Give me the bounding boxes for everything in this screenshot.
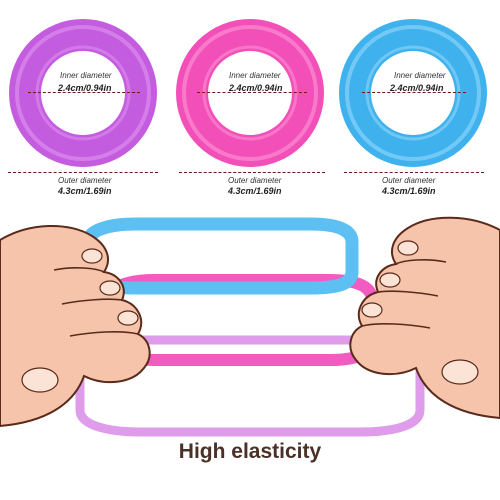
ring-pink-image — [176, 19, 324, 167]
inner-diameter-value: 2.4cm/0.94in — [58, 83, 112, 93]
outer-diameter-line — [344, 172, 484, 173]
outer-diameter-value: 4.3cm/1.69in — [228, 186, 282, 196]
inner-diameter-line — [197, 92, 307, 93]
inner-diameter-line — [28, 92, 140, 93]
high-elasticity-caption: High elasticity — [178, 440, 322, 463]
ring-blue: Inner diameter 2.4cm/0.94in Outer diamet… — [338, 0, 488, 200]
inner-diameter-value: 2.4cm/0.94in — [390, 83, 444, 93]
hands-stretching-rings-image — [0, 216, 500, 437]
inner-diameter-label: Inner diameter — [229, 71, 281, 80]
ring-purple: Inner diameter 2.4cm/0.94in Outer diamet… — [8, 0, 158, 200]
inner-diameter-line — [362, 92, 466, 93]
inner-diameter-label: Inner diameter — [394, 71, 446, 80]
inner-diameter-value: 2.4cm/0.94in — [229, 83, 283, 93]
inner-diameter-label: Inner diameter — [60, 71, 112, 80]
outer-diameter-value: 4.3cm/1.69in — [382, 186, 436, 196]
outer-diameter-label: Outer diameter — [382, 176, 436, 185]
outer-diameter-line — [8, 172, 158, 173]
outer-diameter-label: Outer diameter — [58, 176, 112, 185]
right-hand — [349, 216, 500, 420]
ring-purple-image — [9, 19, 157, 167]
left-hand — [0, 224, 151, 428]
ring-pink: Inner diameter 2.4cm/0.94in Outer diamet… — [175, 0, 325, 200]
outer-diameter-value: 4.3cm/1.69in — [58, 186, 112, 196]
outer-diameter-line — [179, 172, 325, 173]
outer-diameter-label: Outer diameter — [228, 176, 282, 185]
ring-blue-image — [339, 19, 487, 167]
